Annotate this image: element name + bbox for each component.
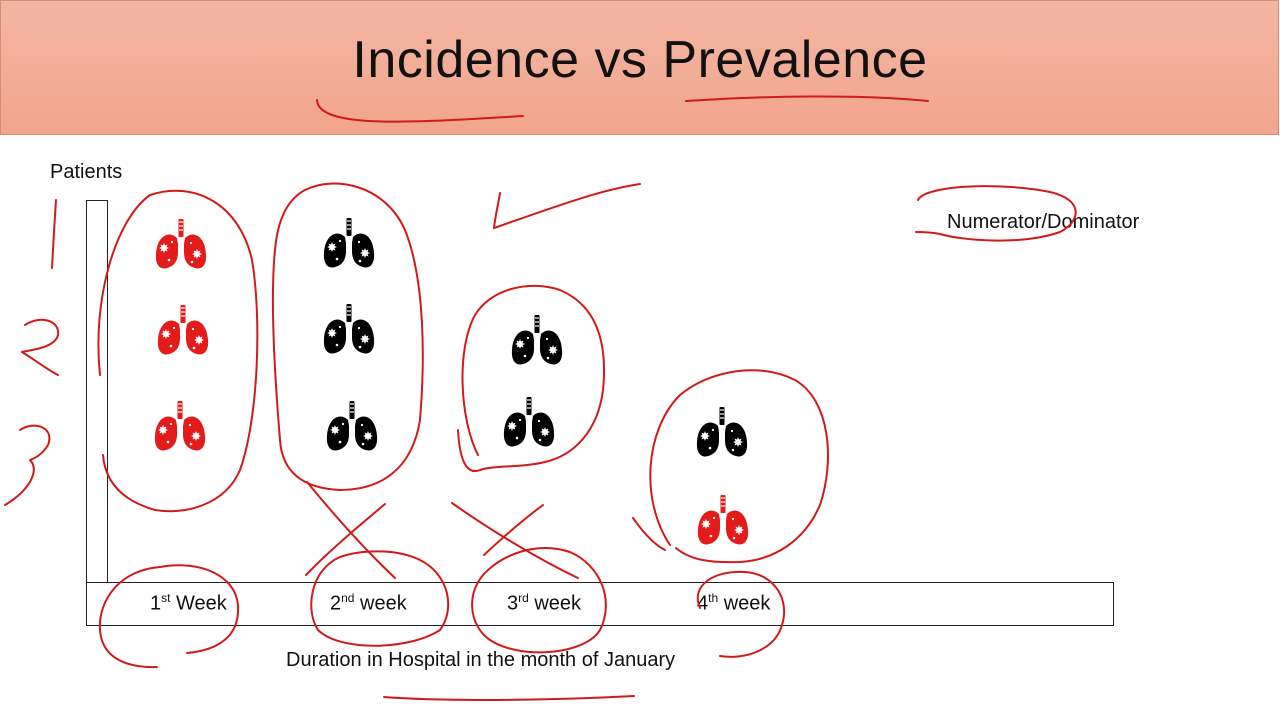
week-2-label: 2nd week: [330, 591, 407, 615]
cross-week-3-a: [451, 502, 579, 579]
checkmark: [493, 183, 641, 229]
circle-numerator: [915, 185, 1077, 242]
digit-3: [4, 424, 51, 506]
circle-week-1-b: [159, 564, 240, 654]
week-3-label: 3rd week: [507, 591, 582, 615]
underline-duration: [383, 695, 635, 701]
loop-week-1: [97, 189, 259, 513]
week-4-label: 4th week: [697, 591, 771, 615]
digit-2: [21, 318, 60, 376]
underline-prevalence: [685, 95, 929, 102]
x-axis-bar: [86, 582, 1114, 626]
underline-incidence: [316, 99, 524, 123]
numerator-denominator-note: Numerator/Dominator: [947, 211, 1140, 233]
loop-week-3: [457, 284, 605, 472]
week-1-label: 1st Week: [150, 591, 227, 615]
circle-week-3: [471, 547, 607, 654]
circle-week-2: [310, 550, 450, 647]
slide-title: Incidence vs Prevalence: [352, 31, 928, 89]
x-axis-title: Duration in Hospital in the month of Jan…: [286, 649, 676, 671]
circle-week-4: [696, 570, 786, 658]
loop-week-4-tail: [632, 517, 666, 551]
circle-week-1-a: [98, 566, 161, 669]
loop-week-2: [271, 182, 424, 491]
y-axis-label: Patients: [50, 161, 123, 183]
digit-1: [51, 199, 57, 269]
loop-week-4: [649, 369, 829, 564]
cross-week-2-a: [306, 481, 396, 579]
title-banner: [0, 0, 1279, 135]
cross-week-3-b: [483, 504, 544, 556]
cross-week-2-b: [305, 503, 386, 576]
